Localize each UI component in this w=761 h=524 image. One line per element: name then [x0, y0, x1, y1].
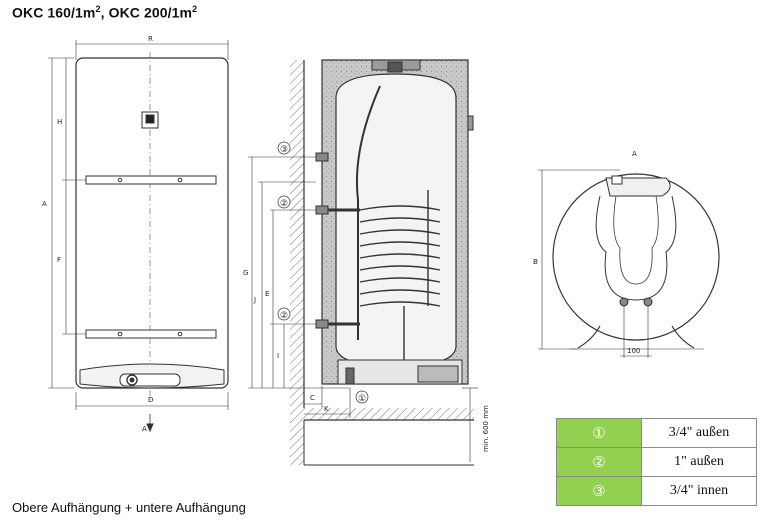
pipe-stub-2-lower: [315, 319, 329, 329]
tank-circle: [552, 173, 720, 341]
floor-hatch: [304, 408, 474, 420]
pipe-stub-3: [315, 152, 329, 162]
bottom-view: A B 100: [533, 150, 720, 358]
dim-a-label: A: [42, 200, 47, 208]
dim-d: D: [75, 392, 229, 410]
svg-text:②: ②: [280, 311, 288, 321]
front-view: R A H: [42, 35, 229, 433]
dim-i-label: I: [277, 352, 279, 360]
lower-bracket: [85, 329, 217, 339]
connection-symbol: ①: [556, 418, 642, 448]
dim-floor: min. 600 mm: [462, 387, 490, 462]
view-arrow: A: [142, 414, 154, 433]
dim-j-label: J: [253, 296, 256, 304]
bottom-dim-b-label: B: [533, 258, 538, 266]
dim-k: K: [304, 388, 351, 418]
connection-size: 3/4" innen: [641, 476, 757, 506]
connection-table: ① 3/4" außen ② 1" außen ③ 3/4" innen: [556, 418, 757, 506]
wall-hatch: [290, 60, 304, 465]
bottom-dim-b: B: [533, 169, 620, 350]
model-b-text: OKC 200/1m: [108, 4, 193, 21]
dim-r: R: [75, 35, 229, 60]
inner-vessel: [335, 73, 457, 367]
dim-h-label: H: [57, 118, 62, 126]
dim-e-label: E: [265, 290, 269, 298]
dim-f: F: [57, 180, 86, 335]
marker-2-upper: ②: [277, 195, 291, 209]
model-a-text: OKC 160/1m: [12, 4, 96, 21]
upper-bracket: [85, 175, 217, 185]
connection-size: 1" außen: [641, 447, 757, 477]
marker-3: ③: [277, 141, 291, 155]
table-row: ③ 3/4" innen: [556, 476, 757, 506]
table-row: ① 3/4" außen: [556, 418, 757, 448]
dim-a: A: [42, 57, 74, 389]
dim-d-label: D: [148, 396, 153, 404]
model-a-sup: 2: [95, 4, 101, 14]
pipe-stub-2-upper: [315, 205, 329, 215]
page-title: OKC 160/1m2, OKC 200/1m2: [12, 4, 197, 21]
dim-e: E: [265, 210, 274, 388]
side-view: G J E I C K: [243, 59, 490, 466]
table-row: ② 1" außen: [556, 447, 757, 477]
bottom-dim-100: 100: [620, 306, 652, 358]
dim-f-label: F: [57, 256, 61, 264]
svg-text:①: ①: [358, 394, 366, 404]
bottom-dim-a-label: A: [632, 150, 637, 158]
dim-c: C: [304, 386, 323, 408]
svg-text:②: ②: [280, 199, 288, 209]
connection-symbol: ②: [556, 447, 642, 477]
connection-size: 3/4" außen: [641, 418, 757, 448]
model-b-sup: 2: [192, 4, 198, 14]
dim-r-label: R: [148, 35, 153, 43]
bottom-dim-100-label: 100: [627, 347, 640, 355]
dim-j: J: [253, 182, 263, 388]
marker-1: ①: [355, 390, 369, 404]
dim-c-label: C: [310, 394, 315, 402]
dim-g: G: [243, 157, 253, 388]
mounting-caption: Obere Aufhängung + untere Aufhängung: [12, 500, 246, 515]
connection-symbol: ③: [556, 476, 642, 506]
dim-i: I: [277, 324, 285, 388]
svg-text:③: ③: [280, 145, 288, 155]
dim-k-label: K: [324, 405, 329, 413]
dim-g-label: G: [243, 269, 248, 277]
heating-coil: [355, 85, 441, 360]
floor-clearance-label: min. 600 mm: [482, 405, 490, 452]
marker-2-lower: ②: [277, 307, 291, 321]
model-sep: ,: [100, 4, 109, 21]
view-arrow-label: A: [142, 425, 147, 433]
